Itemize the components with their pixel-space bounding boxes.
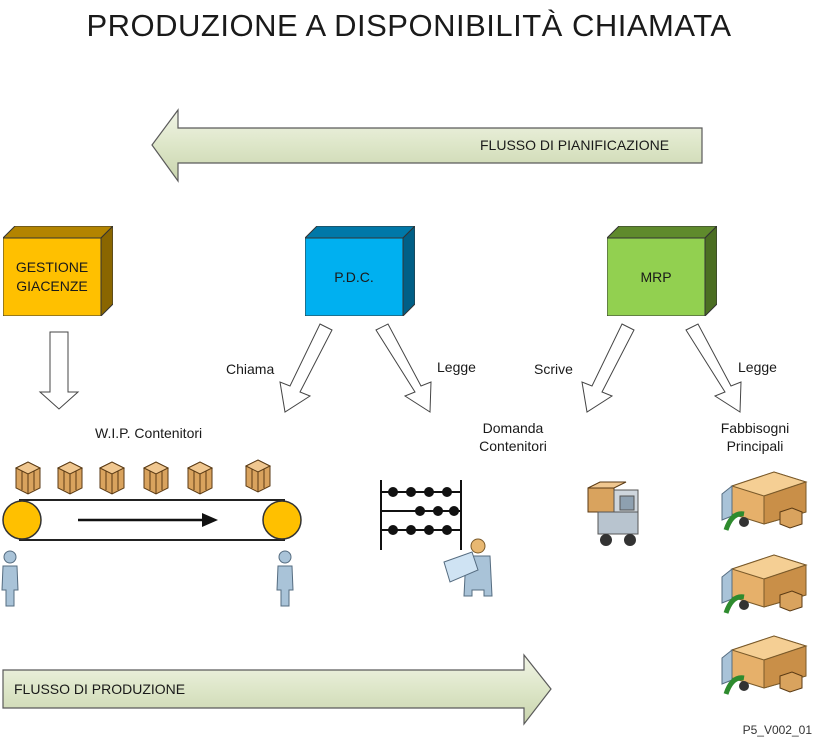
mrp-box-label: MRP bbox=[640, 268, 672, 285]
legge-mrp-label: Legge bbox=[738, 359, 777, 375]
legge-pdc-arrow bbox=[375, 323, 432, 413]
pdc-box: P.D.C. bbox=[305, 226, 415, 316]
legge-mrp-arrow bbox=[685, 323, 742, 413]
mrp-box: MRP bbox=[607, 226, 717, 316]
conveyor-belt bbox=[2, 499, 302, 541]
scrive-arrow bbox=[581, 323, 635, 413]
pdc-box-label: P.D.C. bbox=[334, 268, 374, 285]
chiama-label: Chiama bbox=[226, 361, 275, 377]
scrive-label: Scrive bbox=[534, 361, 573, 377]
truck-icon-2 bbox=[721, 554, 808, 614]
production-flow-label: FLUSSO DI PRODUZIONE bbox=[14, 681, 186, 697]
diagram-title: PRODUZIONE A DISPONIBILITÀ CHIAMATA bbox=[86, 8, 732, 43]
legge-pdc-label: Legge bbox=[437, 359, 476, 375]
planning-flow-label: FLUSSO DI PIANIFICAZIONE bbox=[480, 137, 670, 153]
truck-icon-3 bbox=[721, 635, 808, 695]
domanda-caption: Domanda Contenitori bbox=[468, 419, 558, 455]
truck-icon-1 bbox=[721, 471, 808, 531]
worker-left-icon bbox=[1, 550, 19, 607]
chiama-arrow bbox=[279, 323, 333, 413]
inventory-management-box: GESTIONE GIACENZE bbox=[3, 226, 113, 316]
inventory-box-line1: GESTIONE bbox=[15, 259, 89, 275]
wip-boxes bbox=[14, 459, 272, 495]
fabbisogni-caption-line2: Principali bbox=[726, 438, 784, 454]
down-arrow-inventory bbox=[38, 331, 80, 410]
forklift-icon bbox=[587, 481, 639, 546]
worker-right-icon bbox=[276, 550, 294, 607]
planning-flow-arrow bbox=[151, 108, 703, 183]
domanda-caption-line2: Contenitori bbox=[479, 438, 547, 454]
figure-code: P5_V002_01 bbox=[742, 723, 812, 737]
fabbisogni-caption: Fabbisogni Principali bbox=[708, 419, 802, 455]
fabbisogni-caption-line1: Fabbisogni bbox=[720, 420, 790, 436]
planner-worker-icon bbox=[443, 538, 493, 597]
domanda-caption-line1: Domanda bbox=[482, 420, 544, 436]
inventory-box-line2: GIACENZE bbox=[16, 278, 88, 294]
wip-caption: W.I.P. Contenitori bbox=[95, 425, 203, 441]
production-flow-arrow bbox=[2, 653, 552, 726]
kanban-board-icon bbox=[380, 480, 462, 550]
